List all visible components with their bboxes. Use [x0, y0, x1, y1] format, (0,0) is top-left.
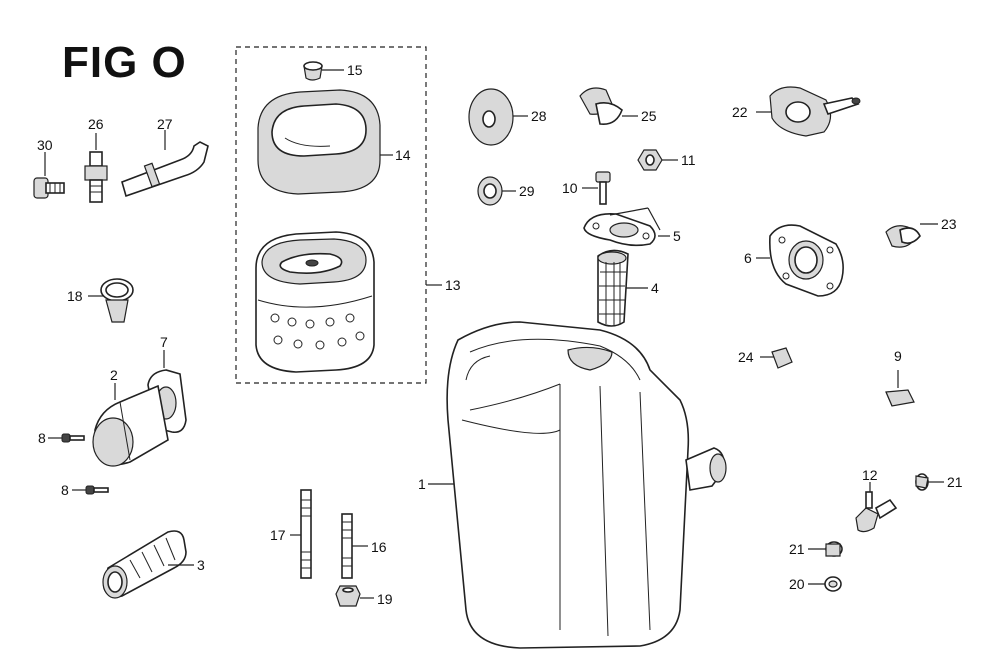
- part-1-fuel-tank: [446, 321, 727, 649]
- callout-11: 11: [681, 152, 696, 168]
- part-8-bolt-upper: [61, 433, 85, 443]
- callout-30: 30: [37, 137, 53, 153]
- figure-title: FIG O: [62, 38, 187, 87]
- part-14-outer-filter: [257, 89, 381, 195]
- callout-21-lower: 21: [789, 541, 805, 557]
- callout-21-upper: 21: [947, 474, 963, 490]
- callout-12: 12: [862, 467, 878, 483]
- part-21-clip-upper: [915, 473, 929, 491]
- part-4-fuel-strainer: [597, 249, 629, 327]
- callout-23: 23: [941, 216, 957, 232]
- callout-3: 3: [197, 557, 205, 573]
- callout-5: 5: [673, 228, 681, 244]
- callout-4: 4: [651, 280, 659, 296]
- part-20-clamp: [824, 576, 842, 592]
- part-17-stud: [300, 489, 312, 579]
- callout-29: 29: [519, 183, 535, 199]
- part-19-nut: [335, 585, 361, 607]
- callout-7: 7: [160, 334, 168, 350]
- part-12-fitting: [855, 491, 898, 533]
- part-2-elbow: [92, 384, 169, 467]
- part-27-breather-tube: [121, 141, 209, 198]
- part-10-screw: [595, 171, 611, 205]
- part-8-bolt-lower: [85, 485, 109, 495]
- callout-27: 27: [157, 116, 173, 132]
- callout-8-lower: 8: [61, 482, 69, 498]
- callout-15: 15: [347, 62, 363, 78]
- callout-28: 28: [531, 108, 547, 124]
- leader-5a: [609, 207, 649, 216]
- callout-24: 24: [738, 349, 754, 365]
- part-30-bolt: [33, 177, 65, 199]
- part-28-washer: [468, 88, 514, 146]
- part-9-block: [885, 389, 915, 407]
- callout-16: 16: [371, 539, 387, 555]
- callout-6: 6: [744, 250, 752, 266]
- part-24-cushion: [771, 347, 793, 369]
- callout-10: 10: [562, 180, 578, 196]
- group-box-13: [235, 46, 427, 384]
- part-26-fitting: [84, 151, 108, 203]
- part-29-seal: [477, 176, 503, 206]
- leader-5b: [647, 207, 661, 231]
- callout-13: 13: [445, 277, 461, 293]
- part-15-grommet: [303, 61, 323, 81]
- callout-8-upper: 8: [38, 430, 46, 446]
- part-13-filter-element: [255, 231, 375, 373]
- callout-1: 1: [418, 476, 426, 492]
- callout-19: 19: [377, 591, 393, 607]
- callout-26: 26: [88, 116, 104, 132]
- callout-17: 17: [270, 527, 286, 543]
- part-5-strainer-flange: [583, 212, 656, 247]
- part-3-sleeve: [102, 530, 187, 599]
- part-18-clamp: [100, 278, 134, 323]
- callout-14: 14: [395, 147, 411, 163]
- part-11-nut: [637, 149, 663, 171]
- callout-2: 2: [110, 367, 118, 383]
- part-6-gasket: [769, 224, 844, 297]
- callout-9: 9: [894, 348, 902, 364]
- part-25-clip: [579, 87, 623, 126]
- part-22-switch: [769, 86, 861, 137]
- part-16-stud: [341, 513, 353, 579]
- callout-18: 18: [67, 288, 83, 304]
- callout-22: 22: [732, 104, 748, 120]
- part-23-clip: [885, 225, 921, 248]
- part-21-clip-lower: [825, 541, 843, 557]
- callout-25: 25: [641, 108, 657, 124]
- callout-20: 20: [789, 576, 805, 592]
